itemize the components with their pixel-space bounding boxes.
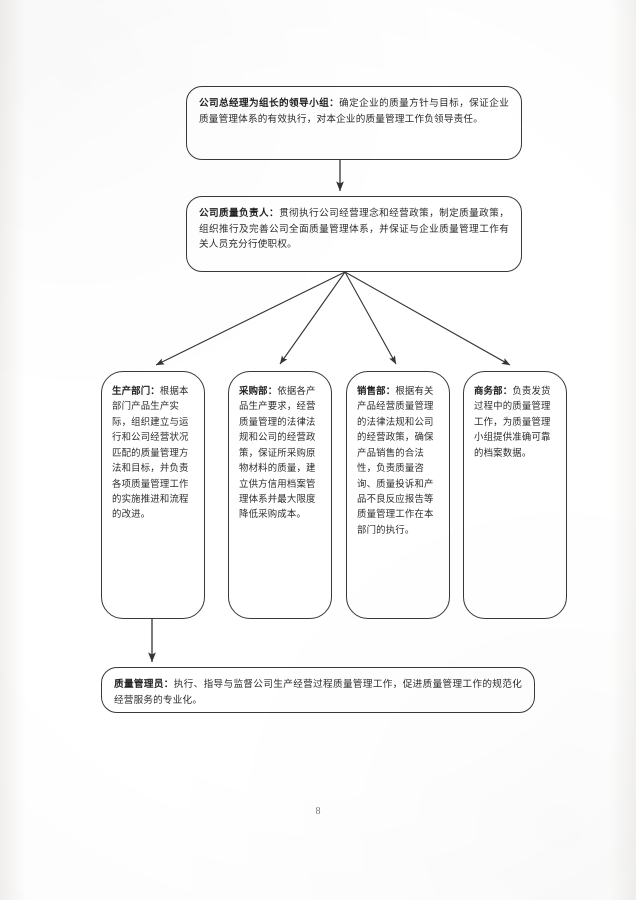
node-business-department-lead: 商务部： [474,386,513,397]
node-purchasing-department-text: 依据各产品生产要求，经营质量管理的法律法规和公司的经营政策，保证所采购原物材料的… [239,386,316,521]
node-sales-department-text: 根据有关产品经营质量管理的法律法规和公司的经营政策，确保产品销售的合法性，负责质… [357,386,434,536]
node-purchasing-department: 采购部：依据各产品生产要求，经营质量管理的法律法规和公司的经营政策，保证所采购原… [228,371,332,619]
node-leadership-group-text: 确定企业的质量方针与目标，保证企业质量管理体系的有效执行，对本企业的质量管理工作… [199,98,509,125]
node-quality-officer-lead: 质量管理员： [114,679,174,690]
node-quality-officer: 质量管理员：执行、指导与监督公司生产经营过程质量管理工作，促进质量管理工作的规范… [101,667,535,713]
node-sales-department: 销售部：根据有关产品经营质量管理的法律法规和公司的经营政策，确保产品销售的合法性… [346,371,450,619]
node-quality-manager: 公司质量负责人：贯彻执行公司经营理念和经营政策，制定质量政策，组织推行及完善公司… [186,196,522,272]
node-quality-manager-lead: 公司质量负责人： [199,208,280,219]
node-leadership-group-lead: 公司总经理为组长的领导小组： [199,98,340,109]
page-number: 8 [315,806,321,817]
node-production-department: 生产部门：根据本部门产品生产实际，组织建立与运行和公司经营状况匹配的质量管理方法… [101,371,205,619]
node-quality-officer-text: 执行、指导与监督公司生产经营过程质量管理工作，促进质量管理工作的规范化经营服务的… [114,679,522,706]
node-production-department-lead: 生产部门： [112,386,160,397]
node-leadership-group: 公司总经理为组长的领导小组：确定企业的质量方针与目标，保证企业质量管理体系的有效… [186,86,522,160]
node-business-department: 商务部：负责发货过程中的质量管理工作，为质量管理小组提供准确可靠的档案数据。 [463,371,567,619]
node-business-department-text: 负责发货过程中的质量管理工作，为质量管理小组提供准确可靠的档案数据。 [474,386,551,459]
node-purchasing-department-lead: 采购部： [239,386,278,397]
node-sales-department-lead: 销售部： [357,386,396,397]
node-quality-manager-text: 贯彻执行公司经营理念和经营政策，制定质量政策，组织推行及完善公司全面质量管理体系… [199,208,509,251]
node-production-department-text: 根据本部门产品生产实际，组织建立与运行和公司经营状况匹配的质量管理方法和目标，并… [112,386,189,521]
